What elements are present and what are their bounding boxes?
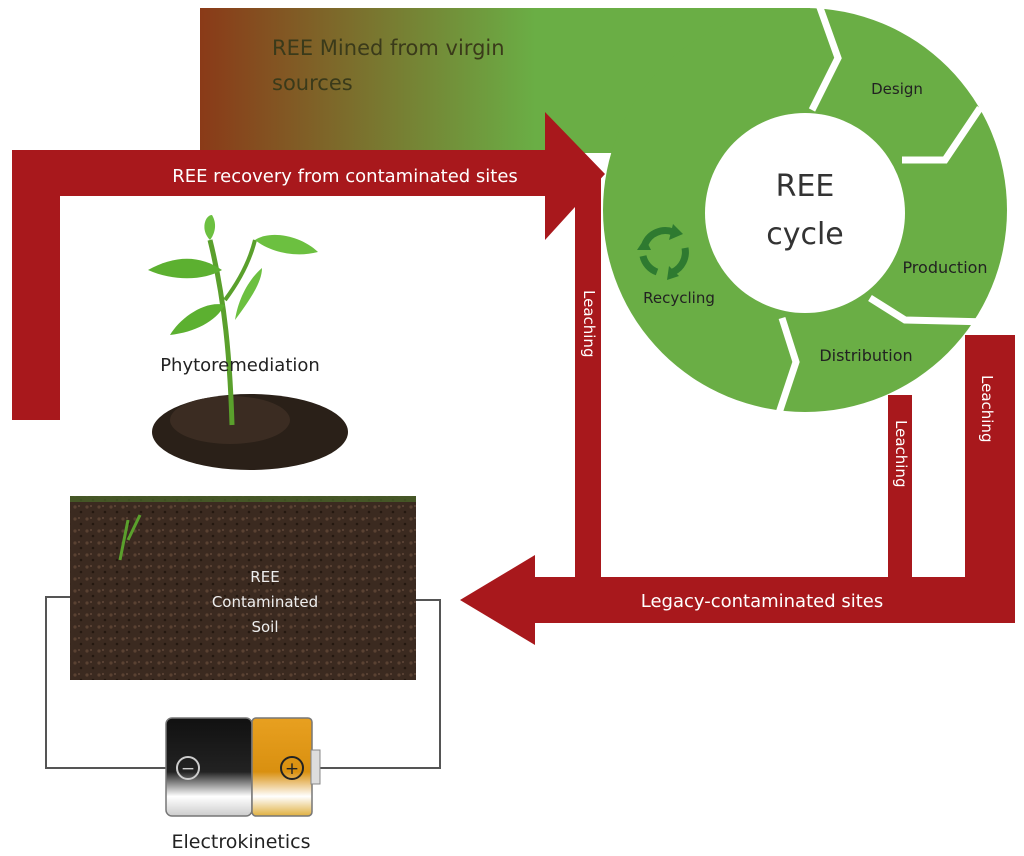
soil-label-line3: Soil <box>251 618 278 636</box>
seedling <box>118 514 142 561</box>
cycle-title-line2: cycle <box>766 217 844 252</box>
circuit-wire-left <box>45 596 170 769</box>
battery-icon <box>165 717 321 817</box>
soil-label-line1: REE <box>250 568 279 586</box>
legacy-arrow <box>460 555 1015 645</box>
leaching-bar-recycling <box>575 178 601 578</box>
soil-label-line2: Contaminated <box>212 593 318 611</box>
legacy-label: Legacy-contaminated sites <box>641 591 884 612</box>
electrokinetics-label: Electrokinetics <box>172 831 311 853</box>
cycle-title-line1: REE <box>776 169 835 204</box>
recovery-label: REE recovery from contaminated sites <box>172 166 518 187</box>
cycle-center <box>705 113 905 313</box>
leaching-label-2: Leaching <box>892 420 910 487</box>
distribution-label: Distribution <box>819 346 912 365</box>
leaching-bar-distribution <box>888 395 912 580</box>
leaching-label-1: Leaching <box>580 290 598 357</box>
mined-label-line2: sources <box>272 71 353 95</box>
design-label: Design <box>871 80 923 98</box>
contaminated-soil-image <box>70 496 416 680</box>
circuit-wire-right <box>316 599 441 769</box>
plant-image <box>148 215 348 470</box>
leaching-label-3: Leaching <box>978 375 996 442</box>
recycling-label: Recycling <box>643 289 715 307</box>
recycling-icon <box>637 224 689 280</box>
phytoremediation-label: Phytoremediation <box>160 355 320 376</box>
mined-label-line1: REE Mined from virgin <box>272 36 505 60</box>
leaching-bar-production <box>965 335 1015 623</box>
production-label: Production <box>902 258 987 277</box>
battery-minus-icon: − <box>181 759 195 779</box>
recovery-arrow <box>12 112 605 420</box>
mined-band <box>200 0 1007 418</box>
battery-plus-icon: + <box>285 759 299 779</box>
